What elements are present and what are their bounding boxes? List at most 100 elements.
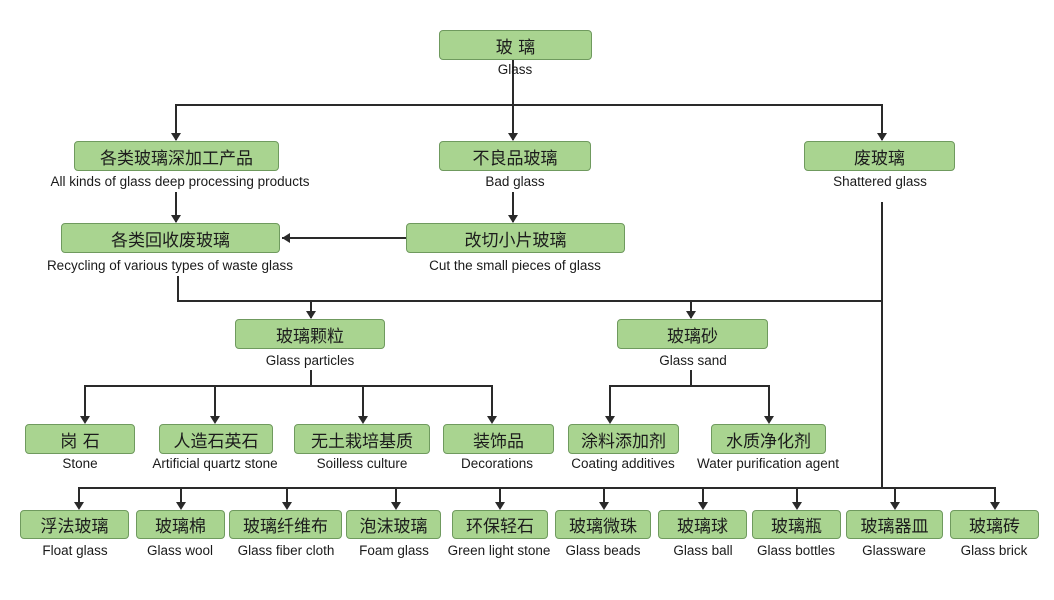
connector — [78, 487, 996, 489]
node-glass-bottles: 玻璃瓶 — [752, 510, 841, 539]
connector — [362, 385, 364, 421]
connector — [175, 104, 177, 140]
connector — [175, 104, 883, 106]
node-glass-fiber-caption: Glass fiber cloth — [237, 543, 335, 558]
arrowhead — [391, 502, 401, 510]
connector — [310, 300, 312, 318]
node-cut-pieces: 改切小片玻璃 — [406, 223, 625, 253]
node-foam-glass-caption: Foam glass — [359, 543, 429, 558]
node-shattered-glass: 废玻璃 — [804, 141, 955, 171]
arrowhead — [306, 311, 316, 319]
node-glassware-caption: Glassware — [862, 543, 926, 558]
node-foam-glass: 泡沫玻璃 — [346, 510, 441, 539]
arrowhead — [282, 233, 290, 243]
connector — [603, 487, 605, 508]
node-cut-pieces-caption: Cut the small pieces of glass — [429, 258, 601, 273]
arrowhead — [495, 502, 505, 510]
arrowhead — [80, 416, 90, 424]
node-glass-ball-caption: Glass ball — [673, 543, 733, 558]
connector — [491, 385, 493, 421]
node-deep-processing-caption: All kinds of glass deep processing produ… — [50, 174, 310, 189]
node-glassware: 玻璃器皿 — [846, 510, 943, 539]
node-glass-sand-caption: Glass sand — [659, 353, 727, 368]
node-bad-glass: 不良品玻璃 — [439, 141, 591, 171]
connector — [395, 487, 397, 508]
node-glass-particles-caption: Glass particles — [265, 353, 355, 368]
arrowhead — [210, 416, 220, 424]
connector — [286, 487, 288, 508]
node-bad-glass-caption: Bad glass — [485, 174, 545, 189]
node-glass-brick: 玻璃砖 — [950, 510, 1039, 539]
node-recycling: 各类回收废玻璃 — [61, 223, 280, 253]
arrowhead — [890, 502, 900, 510]
node-water-caption: Water purification agent — [696, 456, 840, 471]
connector — [84, 385, 86, 421]
connector — [881, 104, 883, 140]
arrowhead — [176, 502, 186, 510]
node-glass-brick-caption: Glass brick — [960, 543, 1028, 558]
node-quartz-caption: Artificial quartz stone — [152, 456, 278, 471]
node-float-glass: 浮法玻璃 — [20, 510, 129, 539]
arrowhead — [508, 133, 518, 141]
connector — [177, 300, 883, 302]
node-quartz: 人造石英石 — [159, 424, 273, 454]
node-glass-fiber: 玻璃纤维布 — [229, 510, 342, 539]
connector — [214, 385, 216, 421]
arrowhead — [990, 502, 1000, 510]
node-glass-sand: 玻璃砂 — [617, 319, 768, 349]
node-glass-caption: Glass — [497, 62, 533, 77]
arrowhead — [508, 215, 518, 223]
node-green-stone: 环保轻石 — [452, 510, 548, 539]
node-soilless: 无土栽培基质 — [294, 424, 430, 454]
node-glass-wool-caption: Glass wool — [146, 543, 214, 558]
connector — [609, 385, 611, 421]
arrowhead — [171, 133, 181, 141]
node-glass-ball: 玻璃球 — [658, 510, 747, 539]
connector — [768, 385, 770, 421]
connector — [499, 487, 501, 508]
connector — [180, 487, 182, 508]
connector — [282, 237, 406, 239]
connector — [512, 192, 514, 222]
connector — [994, 487, 996, 508]
arrowhead — [698, 502, 708, 510]
connector — [690, 370, 692, 386]
node-glass-particles: 玻璃颗粒 — [235, 319, 385, 349]
arrowhead — [877, 133, 887, 141]
connector — [175, 192, 177, 222]
arrowhead — [171, 215, 181, 223]
arrowhead — [487, 416, 497, 424]
arrowhead — [282, 502, 292, 510]
node-glass-wool: 玻璃棉 — [136, 510, 225, 539]
arrowhead — [686, 311, 696, 319]
connector — [84, 385, 493, 387]
node-glass-beads-caption: Glass beads — [565, 543, 641, 558]
node-decorations: 装饰品 — [443, 424, 554, 454]
arrowhead — [599, 502, 609, 510]
node-coating-caption: Coating additives — [571, 456, 675, 471]
connector — [609, 385, 770, 387]
node-glass-bottles-caption: Glass bottles — [756, 543, 836, 558]
connector — [881, 202, 883, 488]
node-coating: 涂料添加剂 — [568, 424, 679, 454]
connector — [894, 487, 896, 508]
node-stone-caption: Stone — [62, 456, 98, 471]
node-stone: 岗 石 — [25, 424, 135, 454]
connector — [78, 487, 80, 508]
node-glass-beads: 玻璃微珠 — [555, 510, 651, 539]
connector — [702, 487, 704, 508]
connector — [512, 104, 514, 140]
connector — [512, 60, 514, 105]
connector — [177, 276, 179, 302]
node-float-glass-caption: Float glass — [42, 543, 108, 558]
node-deep-processing: 各类玻璃深加工产品 — [74, 141, 279, 171]
arrowhead — [792, 502, 802, 510]
arrowhead — [358, 416, 368, 424]
arrowhead — [764, 416, 774, 424]
connector — [310, 370, 312, 386]
node-recycling-caption: Recycling of various types of waste glas… — [46, 258, 294, 273]
connector — [690, 300, 692, 318]
arrowhead — [74, 502, 84, 510]
